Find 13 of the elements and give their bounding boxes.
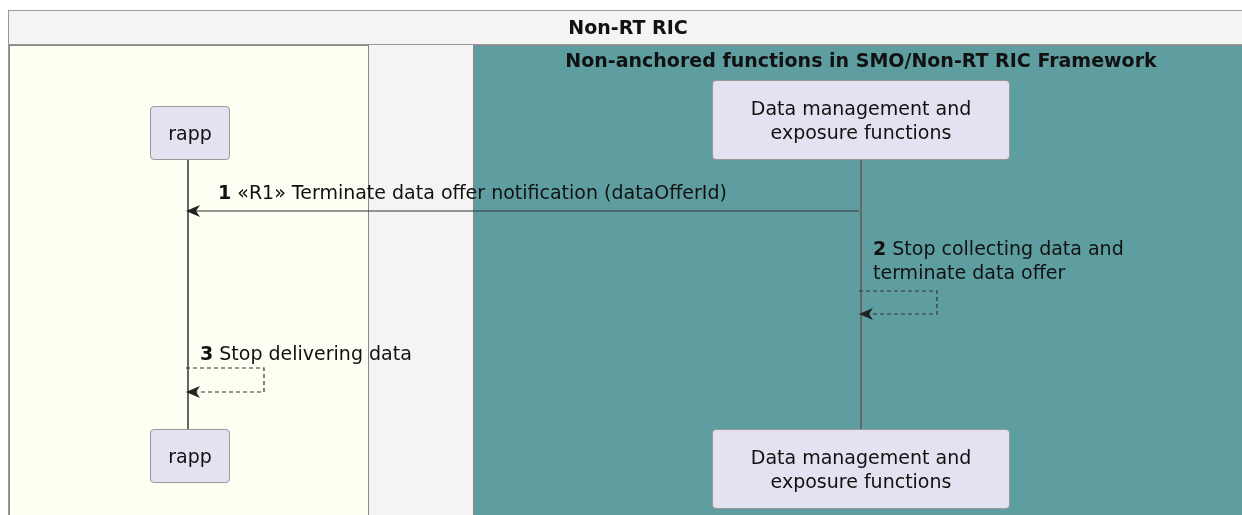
participant-box: rapp [150, 429, 230, 483]
participant-box: rapp [150, 106, 230, 160]
participant-box: Data management and exposure functions [712, 429, 1010, 509]
message-label: 2 Stop collecting data and terminate data offer [873, 236, 1125, 284]
frame-boundary [8, 10, 1242, 515]
participant-box: Data management and exposure functions [712, 80, 1010, 160]
group-title: Non-anchored functions in SMO/Non-RT RIC Framework [564, 48, 1158, 73]
message-arrow [186, 205, 860, 217]
message-label: 3 Stop delivering data [200, 341, 412, 365]
self-message-arrow [858, 290, 938, 320]
lifeline [860, 160, 862, 429]
self-message-arrow [185, 367, 265, 398]
lifeline [187, 160, 189, 429]
